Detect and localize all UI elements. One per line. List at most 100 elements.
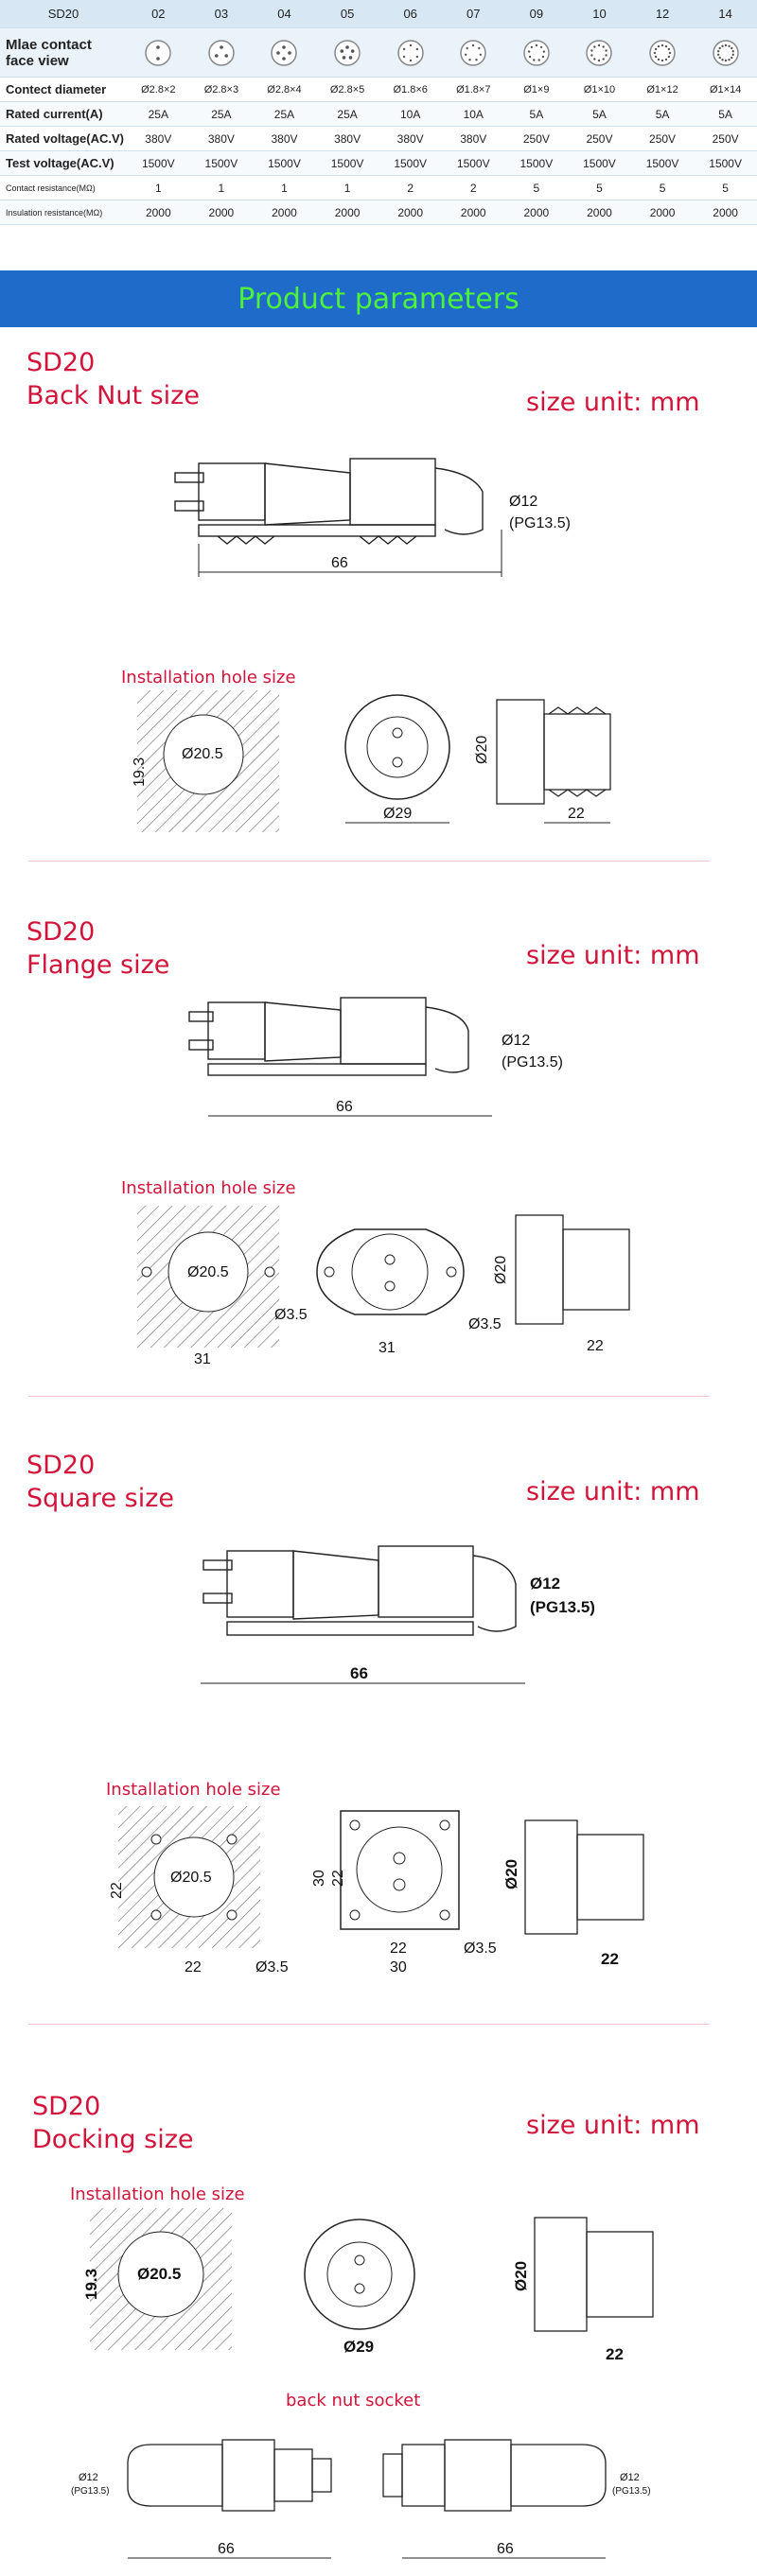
spec-cell: 250V — [522, 131, 550, 146]
back-nut-hole-h: 19.3 — [132, 757, 148, 787]
spec-cell: 1500V — [394, 156, 428, 170]
spec-cell: Ø1×14 — [709, 83, 742, 96]
docking-side-w: 22 — [606, 2345, 624, 2363]
spec-cell: 1 — [154, 181, 162, 195]
docking-title: SD20 Docking size — [32, 2090, 193, 2156]
col-head: 09 — [529, 7, 544, 21]
face-cell — [253, 28, 316, 78]
spec-cell: 5 — [722, 181, 729, 195]
contact-face-icon — [334, 40, 361, 66]
contact-face-icon — [712, 40, 739, 66]
face-label-line1: Mlae contact — [6, 36, 92, 53]
flange-pg: (PG13.5) — [502, 1054, 563, 1070]
square-hole-d: Ø20.5 — [170, 1870, 212, 1886]
square-face-w22: 22 — [390, 1941, 407, 1957]
spec-cell: 380V — [396, 131, 424, 146]
back-nut-title-l2: Back Nut size — [26, 381, 200, 410]
docking-title-l1: SD20 — [32, 2092, 101, 2121]
flange-hole-w: 31 — [194, 1351, 211, 1366]
spec-cell: Ø1.8×6 — [393, 83, 428, 96]
back-nut-len: 66 — [331, 555, 348, 571]
spec-cell: 2000 — [145, 205, 171, 219]
spec-cell: 25A — [211, 107, 232, 121]
face-label-line2: face view — [6, 52, 69, 69]
contact-face-icon — [271, 40, 298, 66]
flange-title-l2: Flange size — [26, 950, 170, 980]
spec-cell: 1 — [281, 181, 288, 195]
spec-cell: 5A — [529, 107, 544, 121]
socket-title: back nut socket — [286, 2391, 421, 2411]
square-side-h: Ø20 — [502, 1859, 520, 1889]
spec-cell: Ø2.8×4 — [267, 83, 302, 96]
banner-title: Product parameters — [238, 282, 519, 316]
docking-install-title: Installation hole size — [70, 2184, 245, 2204]
spec-cell: 5 — [659, 181, 666, 195]
contact-face-icon — [649, 40, 676, 66]
contact-face-icon — [523, 40, 550, 66]
spec-cell: 25A — [337, 107, 358, 121]
spec-cell: 25A — [273, 107, 295, 121]
spec-cell: 5A — [592, 107, 607, 121]
square-unit: size unit: mm — [526, 1477, 700, 1506]
spec-cell: 2000 — [208, 205, 235, 219]
spec-cell: Ø1×12 — [646, 83, 678, 96]
back-nut-side-h: Ø20 — [474, 736, 490, 764]
square-pg: (PG13.5) — [530, 1598, 595, 1616]
spec-cell: Ø1×9 — [523, 83, 550, 96]
spec-cell: 380V — [145, 131, 172, 146]
square-title-l2: Square size — [26, 1484, 174, 1513]
spec-cell: 2000 — [523, 205, 550, 219]
docking-hole-h: 19.3 — [82, 2269, 100, 2300]
spec-cell: 2000 — [649, 205, 676, 219]
col-head: 07 — [467, 7, 481, 21]
square-len: 66 — [350, 1664, 368, 1682]
spec-cell: 380V — [271, 131, 298, 146]
square-hole-h: 22 — [109, 1882, 125, 1899]
back-nut-title: SD20 Back Nut size — [26, 346, 200, 412]
spec-cell: 10A — [399, 107, 421, 121]
product-parameters-banner: Product parameters — [0, 270, 757, 327]
spec-face-row: Mlae contact face view — [0, 28, 757, 78]
spec-cell: Ø1×10 — [583, 83, 616, 96]
spec-cell: 2000 — [397, 205, 424, 219]
spec-cell: Ø2.8×2 — [141, 83, 176, 96]
spec-cell: 250V — [649, 131, 677, 146]
socket-len-right: 66 — [497, 2541, 514, 2557]
spec-cell: 1500V — [141, 156, 175, 170]
section-divider — [28, 1396, 710, 1397]
col-head: 04 — [277, 7, 291, 21]
flange-install-title: Installation hole size — [121, 1178, 296, 1198]
spec-cell: 5A — [655, 107, 670, 121]
docking-face-d: Ø29 — [343, 2338, 374, 2356]
spec-cell: 1500V — [330, 156, 364, 170]
face-cell — [568, 28, 631, 78]
flange-hole-s: Ø3.5 — [274, 1307, 308, 1323]
spec-cell: 380V — [460, 131, 487, 146]
back-nut-side-w: 22 — [568, 806, 585, 822]
spec-cell: 2000 — [713, 205, 738, 219]
square-d12: Ø12 — [530, 1575, 560, 1593]
spec-cell: 5 — [533, 181, 540, 195]
socket-pg-right: (PG13.5) — [612, 2486, 651, 2497]
col-head: 10 — [592, 7, 607, 21]
spec-cell: 2000 — [460, 205, 486, 219]
section-divider — [28, 861, 710, 862]
spec-cell: 2 — [407, 181, 414, 195]
back-nut-unit: size unit: mm — [526, 388, 700, 417]
contact-face-icon — [396, 40, 424, 66]
flange-title-l1: SD20 — [26, 917, 96, 947]
docking-unit: size unit: mm — [526, 2111, 700, 2140]
square-hole-w: 22 — [185, 1959, 202, 1976]
col-head: 03 — [214, 7, 229, 21]
contact-face-icon — [208, 40, 235, 66]
spec-cell: 10A — [463, 107, 484, 121]
docking-hole-d: Ø20.5 — [137, 2265, 181, 2283]
face-cell — [694, 28, 757, 78]
spec-cell: 380V — [207, 131, 235, 146]
flange-side-w: 22 — [587, 1338, 604, 1354]
spec-header-label: SD20 — [47, 7, 79, 21]
face-cell — [505, 28, 569, 78]
